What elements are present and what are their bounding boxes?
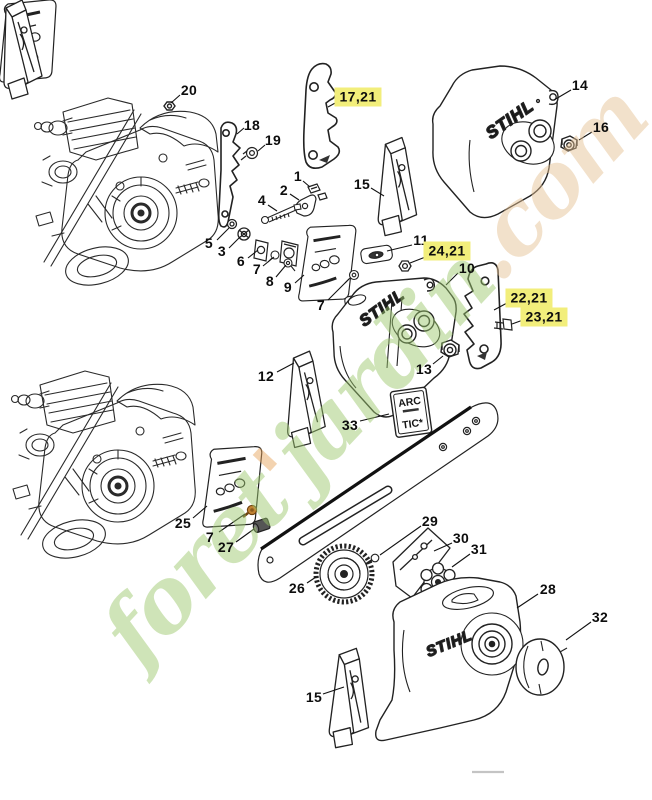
leader-line-6	[247, 249, 259, 259]
leader-line-24-21	[409, 255, 429, 264]
leader-line-26	[306, 576, 317, 584]
clip-1-drawing	[307, 183, 328, 201]
leader-line-8	[275, 264, 287, 278]
screw-7c-brass-drawing	[242, 504, 258, 518]
tension-screw-4-drawing	[260, 203, 302, 225]
leader-line-19	[257, 144, 266, 152]
leader-line-11	[386, 244, 413, 252]
plate-11-drawing	[360, 244, 393, 265]
bumper-spike-17-drawing	[302, 62, 341, 169]
nut-3-drawing	[237, 227, 251, 241]
leader-lines	[170, 89, 593, 695]
leader-line-30	[433, 542, 453, 552]
leader-line-27	[235, 528, 255, 543]
side-plate-9-drawing	[297, 221, 358, 306]
tensioner-15-top-drawing	[376, 135, 423, 239]
sticker-text-bottom: TIC*	[401, 417, 424, 432]
sprocket-cover-10-drawing: STIHL	[331, 277, 457, 418]
leader-line-15	[370, 187, 385, 197]
leader-line-4	[267, 204, 278, 212]
screw-19-drawing	[240, 146, 259, 161]
slide-bracket-drawing	[279, 240, 299, 267]
nut-24-drawing	[398, 260, 412, 272]
guide-bar-drawing	[257, 402, 499, 583]
leader-line-5	[216, 227, 230, 241]
leader-line-31	[451, 553, 471, 568]
leader-line-10	[445, 272, 459, 286]
leader-line-33	[359, 413, 390, 422]
leader-line-32	[565, 621, 592, 641]
guard-plate-30-drawing	[392, 527, 451, 599]
leader-line-23-21	[511, 319, 524, 325]
rim-sprocket-26-drawing	[313, 543, 375, 605]
sleeve-27-drawing	[252, 517, 271, 533]
engine-powerhead-drawing	[33, 97, 219, 286]
collar-nut-16-drawing	[560, 135, 578, 152]
leader-line-20	[170, 94, 181, 104]
bar-sticker-33: ARC TIC*	[389, 386, 433, 438]
leader-line-15	[322, 686, 345, 695]
tensioner-12-drawing	[286, 349, 330, 450]
sprocket-cover-14-drawing: STIHL	[431, 65, 559, 219]
leader-line-18	[236, 127, 245, 135]
leader-line-3	[228, 236, 241, 249]
leader-line-9	[294, 274, 305, 284]
leader-line-7	[262, 256, 275, 267]
side-plate-25-drawing	[201, 443, 264, 531]
screw-29-drawing	[365, 553, 380, 565]
cover-cap-32-drawing	[515, 638, 568, 696]
leader-line-7	[218, 513, 246, 533]
tensioner-15-bottom-drawing	[326, 645, 378, 752]
leader-line-14	[553, 89, 572, 101]
sticker-text-top: ARC	[398, 395, 423, 410]
leader-line-13	[432, 355, 444, 365]
leader-line-2	[289, 193, 300, 201]
leader-line-28	[516, 593, 539, 609]
leader-line-12	[276, 362, 295, 373]
sprocket-cover-28-drawing: STIHL	[375, 576, 524, 742]
bumper-spike-22-drawing	[463, 262, 502, 370]
collar-nut-13-drawing	[440, 339, 460, 358]
washer-5-drawing	[226, 218, 238, 230]
bracket-6-drawing	[253, 239, 269, 262]
leader-line-29	[379, 525, 422, 556]
leader-line-16	[578, 131, 593, 141]
nut-20-drawing	[163, 101, 176, 111]
leader-line-1	[302, 180, 311, 188]
bumper-spike-18-drawing	[217, 121, 241, 228]
leader-line-25	[192, 505, 208, 519]
leader-line-7	[327, 278, 350, 301]
leader-line-22-21	[493, 302, 508, 311]
screw-23-drawing	[493, 318, 513, 331]
leader-line-17-21	[327, 101, 338, 108]
